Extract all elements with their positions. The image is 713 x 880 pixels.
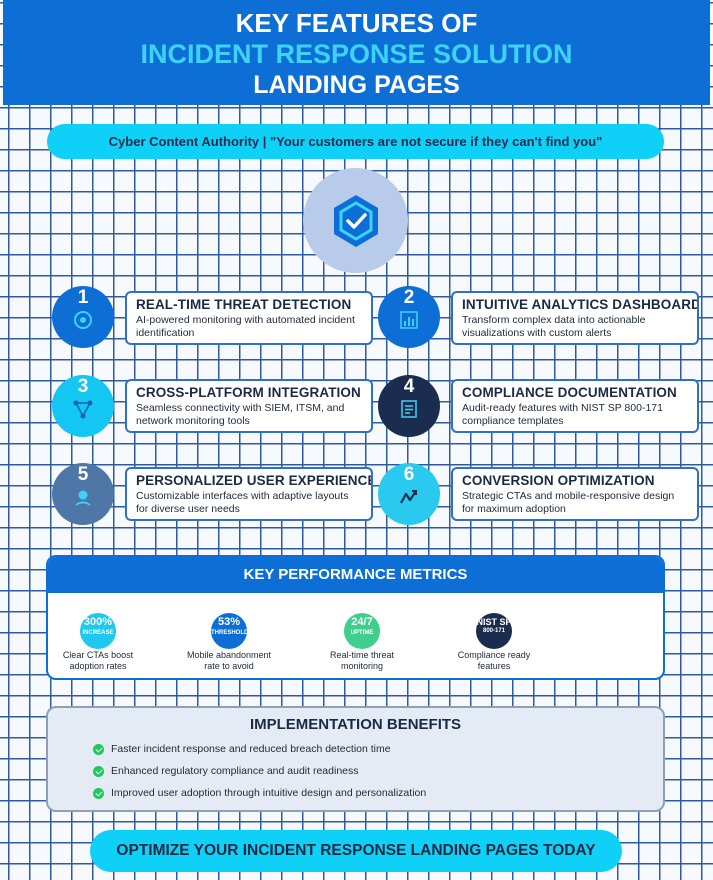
feature-4-badge: 4 [378,375,440,437]
feature-6-badge: 6 [378,463,440,525]
benefits-title: IMPLEMENTATION BENEFITS [249,716,462,733]
target-icon [74,311,92,329]
benefit-text: Improved user adoption through intuitive… [111,787,427,799]
feature-title: CONVERSION OPTIMIZATION [462,473,655,488]
feature-title: INTUITIVE ANALYTICS DASHBOARDS [462,297,699,312]
feature-1-card: REAL-TIME THREAT DETECTION AI-powered mo… [125,291,373,345]
metric-badge: NIST SP 800-171 [476,613,512,649]
benefit-text: Enhanced regulatory compliance and audit… [111,765,359,777]
metric-item: 300% INCREASE Clear CTAs boost adoption … [48,613,148,672]
feature-title: CROSS-PLATFORM INTEGRATION [136,385,361,400]
metric-caption: Real-time threat monitoring [329,650,395,671]
feature-number: 6 [403,464,415,485]
feature-description: Audit-ready features with NIST SP 800-17… [462,402,663,427]
check-circle-icon [93,788,104,799]
cta-button[interactable]: OPTIMIZE YOUR INCIDENT RESPONSE LANDING … [90,830,622,872]
metric-value: 53% [217,616,241,628]
metric-sub: UPTIME [350,630,374,636]
metric-sub: THRESHOLD [211,630,247,636]
metric-badge: 24/7 UPTIME [344,613,380,649]
feature-2-card: INTUITIVE ANALYTICS DASHBOARDS Transform… [451,291,699,345]
list-item: Improved user adoption through intuitive… [93,785,663,807]
user-icon [75,490,91,506]
feature-1-badge: 1 [52,286,114,348]
metric-caption: Clear CTAs boost adoption rates [62,650,134,671]
metric-value: 300% [83,616,113,628]
feature-5-badge: 5 [52,463,114,525]
metric-value: NIST SP [476,617,512,627]
check-circle-icon [93,766,104,777]
feature-number: 4 [403,376,415,397]
metric-item: 53% THRESHOLD Mobile abandonment rate to… [179,613,279,672]
check-circle-icon [93,744,104,755]
metric-sub: INCREASE [82,630,114,636]
feature-6-card: CONVERSION OPTIMIZATION Strategic CTAs a… [451,467,699,521]
benefits-list: Faster incident response and reduced bre… [93,741,663,807]
feature-2-badge: 2 [378,286,440,348]
list-item: Enhanced regulatory compliance and audit… [93,763,663,785]
list-item: Faster incident response and reduced bre… [93,741,663,763]
metrics-title: KEY PERFORMANCE METRICS [48,557,663,593]
trend-icon [400,490,417,504]
network-icon [73,400,93,419]
feature-3-card: CROSS-PLATFORM INTEGRATION Seamless conn… [125,379,373,433]
title-line-1: KEY FEATURES OF [235,8,478,38]
feature-title: PERSONALIZED USER EXPERIENCE [136,473,373,488]
feature-description: Transform complex data into actionable v… [462,314,646,339]
feature-description: Strategic CTAs and mobile-responsive des… [462,490,675,515]
title-line-2: INCIDENT RESPONSE SOLUTION [140,39,573,69]
feature-title: COMPLIANCE DOCUMENTATION [462,385,677,400]
feature-4-card: COMPLIANCE DOCUMENTATION Audit-ready fea… [451,379,699,433]
benefits-panel: IMPLEMENTATION BENEFITS Faster incident … [46,706,665,812]
feature-description: AI-powered monitoring with automated inc… [136,314,355,339]
feature-5-card: PERSONALIZED USER EXPERIENCE Customizabl… [125,467,373,521]
feature-number: 5 [77,464,89,485]
document-icon [401,400,417,418]
feature-number: 3 [77,376,89,397]
feature-description: Seamless connectivity with SIEM, ITSM, a… [136,402,345,427]
shield-check-icon [334,195,378,247]
feature-number: 2 [403,287,415,308]
metric-badge: 53% THRESHOLD [211,613,247,649]
benefit-text: Faster incident response and reduced bre… [111,743,391,755]
metric-caption: Compliance ready features [457,650,531,671]
page-header: KEY FEATURES OF INCIDENT RESPONSE SOLUTI… [3,0,710,105]
metric-sub: 800-171 [482,628,506,634]
hero-badge [303,168,408,273]
feature-number: 1 [77,287,89,308]
metric-item: 24/7 UPTIME Real-time threat monitoring [312,613,412,672]
metric-badge: 300% INCREASE [80,613,116,649]
feature-title: REAL-TIME THREAT DETECTION [136,297,352,312]
metric-item: NIST SP 800-171 Compliance ready feature… [444,613,544,672]
metric-caption: Mobile abandonment rate to avoid [186,650,272,671]
tagline-banner: Cyber Content Authority | "Your customer… [47,124,664,159]
bar-chart-icon [400,311,418,329]
title-line-3: LANDING PAGES [253,71,460,99]
metrics-panel: KEY PERFORMANCE METRICS 300% INCREASE Cl… [46,555,665,680]
feature-3-badge: 3 [52,375,114,437]
metric-value: 24/7 [351,616,373,628]
feature-description: Customizable interfaces with adaptive la… [136,490,349,515]
